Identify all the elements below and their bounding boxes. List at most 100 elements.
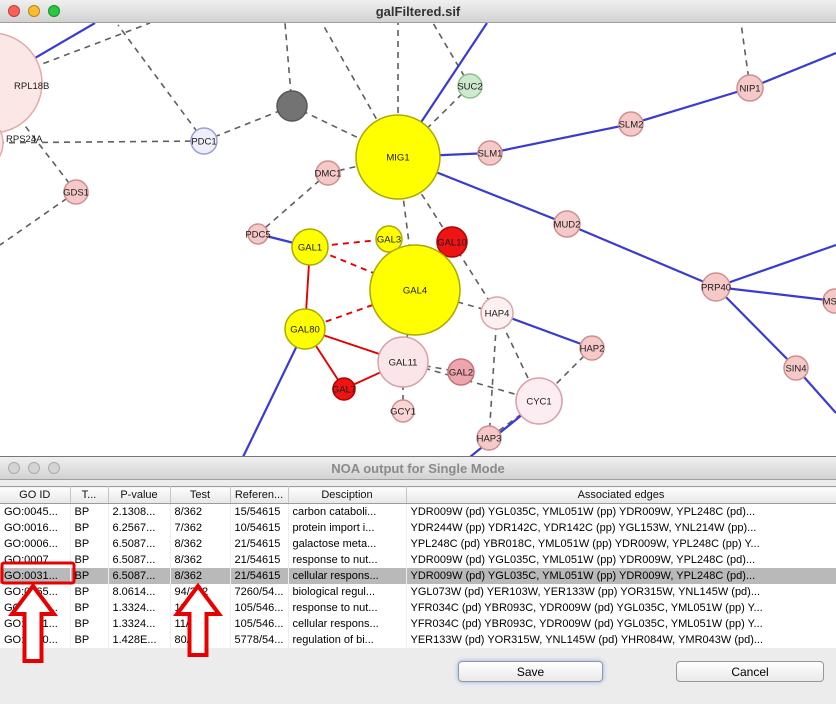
column-header[interactable]: T...	[70, 487, 108, 504]
table-cell: 8/362	[170, 504, 230, 521]
table-cell: 6.2567...	[108, 520, 170, 536]
graph-node-gray1[interactable]	[277, 91, 307, 121]
graph-node-label: GAL7	[332, 385, 356, 396]
column-header[interactable]: Associated edges	[406, 487, 836, 504]
network-window-titlebar[interactable]: galFiltered.sif	[0, 0, 836, 23]
table-cell: galactose meta...	[288, 536, 406, 552]
graph-node-label: GAL80	[290, 325, 320, 336]
graph-node-label: GAL1	[298, 243, 322, 254]
graph-node-label: NIP1	[739, 84, 760, 95]
graph-node-label: PDC5	[245, 230, 270, 241]
save-button[interactable]: Save	[458, 661, 603, 682]
table-row[interactable]: GO:0006...BP6.5087...8/36221/54615galact…	[0, 536, 836, 552]
table-cell: 8.0614...	[108, 584, 170, 600]
graph-node-label: SLM1	[478, 149, 503, 160]
graph-node-label: SLM2	[619, 120, 644, 131]
table-cell: 10/54615	[230, 520, 288, 536]
graph-node-label: GAL10	[437, 238, 467, 249]
table-cell: 105/546...	[230, 616, 288, 632]
graph-edge[interactable]	[716, 245, 836, 287]
table-row[interactable]: GO:0031...BP1.3324...11/362105/546...cel…	[0, 616, 836, 632]
table-cell: 2.1308...	[108, 504, 170, 521]
traffic-lights	[8, 462, 60, 474]
noa-window-title: NOA output for Single Mode	[0, 461, 836, 476]
graph-edge[interactable]	[0, 192, 76, 245]
network-window: galFiltered.sif GDS1PDC1DMC1MIG1SUC2SLM1…	[0, 0, 836, 456]
close-button[interactable]	[8, 462, 20, 474]
table-row[interactable]: GO:0031...BP1.3324...11/362105/546...res…	[0, 600, 836, 616]
table-row[interactable]: GO:0050...BP1.428E...80/3625778/54...reg…	[0, 632, 836, 648]
traffic-lights	[8, 5, 60, 17]
table-cell: YPL248C (pd) YBR018C, YML051W (pp) YDR00…	[406, 536, 836, 552]
table-cell: BP	[70, 616, 108, 632]
table-cell: YDR009W (pd) YGL035C, YML051W (pp) YDR00…	[406, 568, 836, 584]
graph-edge[interactable]	[243, 329, 305, 457]
minimize-button[interactable]	[28, 462, 40, 474]
graph-node-label: RPL18B	[14, 81, 49, 92]
table-cell: 21/54615	[230, 536, 288, 552]
table-row[interactable]: GO:0065...BP8.0614...94/3627260/54...bio…	[0, 584, 836, 600]
graph-node-label: HAP3	[477, 434, 502, 445]
graph-edge[interactable]	[489, 313, 497, 438]
graph-edge[interactable]	[716, 287, 796, 368]
table-cell: 6.5087...	[108, 568, 170, 584]
table-row[interactable]: GO:0016...BP6.2567...7/36210/54615protei…	[0, 520, 836, 536]
table-cell: 15/54615	[230, 504, 288, 521]
column-header[interactable]: Desciption	[288, 487, 406, 504]
network-window-title: galFiltered.sif	[0, 4, 836, 19]
table-row[interactable]: GO:0007...BP6.5087...8/36221/54615respon…	[0, 552, 836, 568]
table-row[interactable]: GO:0031...BP6.5087...8/36221/54615cellul…	[0, 568, 836, 584]
graph-node-label: SUC2	[457, 82, 482, 93]
graph-node-label: GAL3	[377, 235, 401, 246]
table-cell: YFR034C (pd) YBR093C, YDR009W (pd) YGL03…	[406, 600, 836, 616]
table-row[interactable]: GO:0045...BP2.1308...8/36215/54615carbon…	[0, 504, 836, 521]
graph-node-label: HAP2	[580, 344, 605, 355]
table-cell: 7/362	[170, 520, 230, 536]
table-cell: 21/54615	[230, 552, 288, 568]
graph-node-label: GCY1	[390, 407, 416, 418]
graph-edge[interactable]	[567, 224, 716, 287]
graph-edge[interactable]	[118, 25, 204, 141]
cancel-button[interactable]: Cancel	[676, 661, 824, 682]
results-table: GO IDT...P-valueTestReferen...Desciption…	[0, 486, 836, 648]
table-cell: GO:0031...	[0, 568, 70, 584]
noa-window-titlebar[interactable]: NOA output for Single Mode	[0, 457, 836, 480]
table-cell: 6.5087...	[108, 536, 170, 552]
table-cell: cellular respons...	[288, 616, 406, 632]
table-cell: GO:0031...	[0, 616, 70, 632]
table-cell: GO:0045...	[0, 504, 70, 521]
table-cell: YDR009W (pd) YGL035C, YML051W (pp) YDR00…	[406, 504, 836, 521]
network-canvas[interactable]: GDS1PDC1DMC1MIG1SUC2SLM1SLM2NIP1MUD2PRP4…	[0, 23, 836, 457]
column-header[interactable]: GO ID	[0, 487, 70, 504]
graph-edge[interactable]	[258, 173, 328, 234]
graph-edge[interactable]	[490, 124, 631, 153]
table-cell: YFR034C (pd) YBR093C, YDR009W (pd) YGL03…	[406, 616, 836, 632]
minimize-button[interactable]	[28, 5, 40, 17]
noa-output-window: NOA output for Single Mode GO IDT...P-va…	[0, 456, 836, 704]
table-cell: GO:0006...	[0, 536, 70, 552]
table-cell: YDR244W (pp) YDR142C, YDR142C (pp) YGL15…	[406, 520, 836, 536]
graph-edge[interactable]	[631, 88, 750, 124]
graph-edge[interactable]	[750, 53, 836, 88]
column-header[interactable]: Referen...	[230, 487, 288, 504]
table-cell: protein import i...	[288, 520, 406, 536]
graph-edge[interactable]	[716, 287, 835, 301]
graph-node-label: MIG1	[386, 153, 409, 164]
close-button[interactable]	[8, 5, 20, 17]
table-cell: response to nut...	[288, 600, 406, 616]
table-cell: 1.428E...	[108, 632, 170, 648]
column-header[interactable]: Test	[170, 487, 230, 504]
table-cell: 11/362	[170, 616, 230, 632]
results-table-wrap: GO IDT...P-valueTestReferen...Desciption…	[0, 486, 836, 648]
table-cell: regulation of bi...	[288, 632, 406, 648]
table-cell: YDR009W (pd) YGL035C, YML051W (pp) YDR00…	[406, 552, 836, 568]
graph-node-label: MUD2	[554, 220, 581, 231]
graph-node-label: DMC1	[315, 169, 342, 180]
table-cell: 8/362	[170, 552, 230, 568]
results-table-header: GO IDT...P-valueTestReferen...Desciption…	[0, 487, 836, 504]
graph-node-label: PRP40	[701, 283, 731, 294]
zoom-button[interactable]	[48, 462, 60, 474]
zoom-button[interactable]	[48, 5, 60, 17]
column-header[interactable]: P-value	[108, 487, 170, 504]
